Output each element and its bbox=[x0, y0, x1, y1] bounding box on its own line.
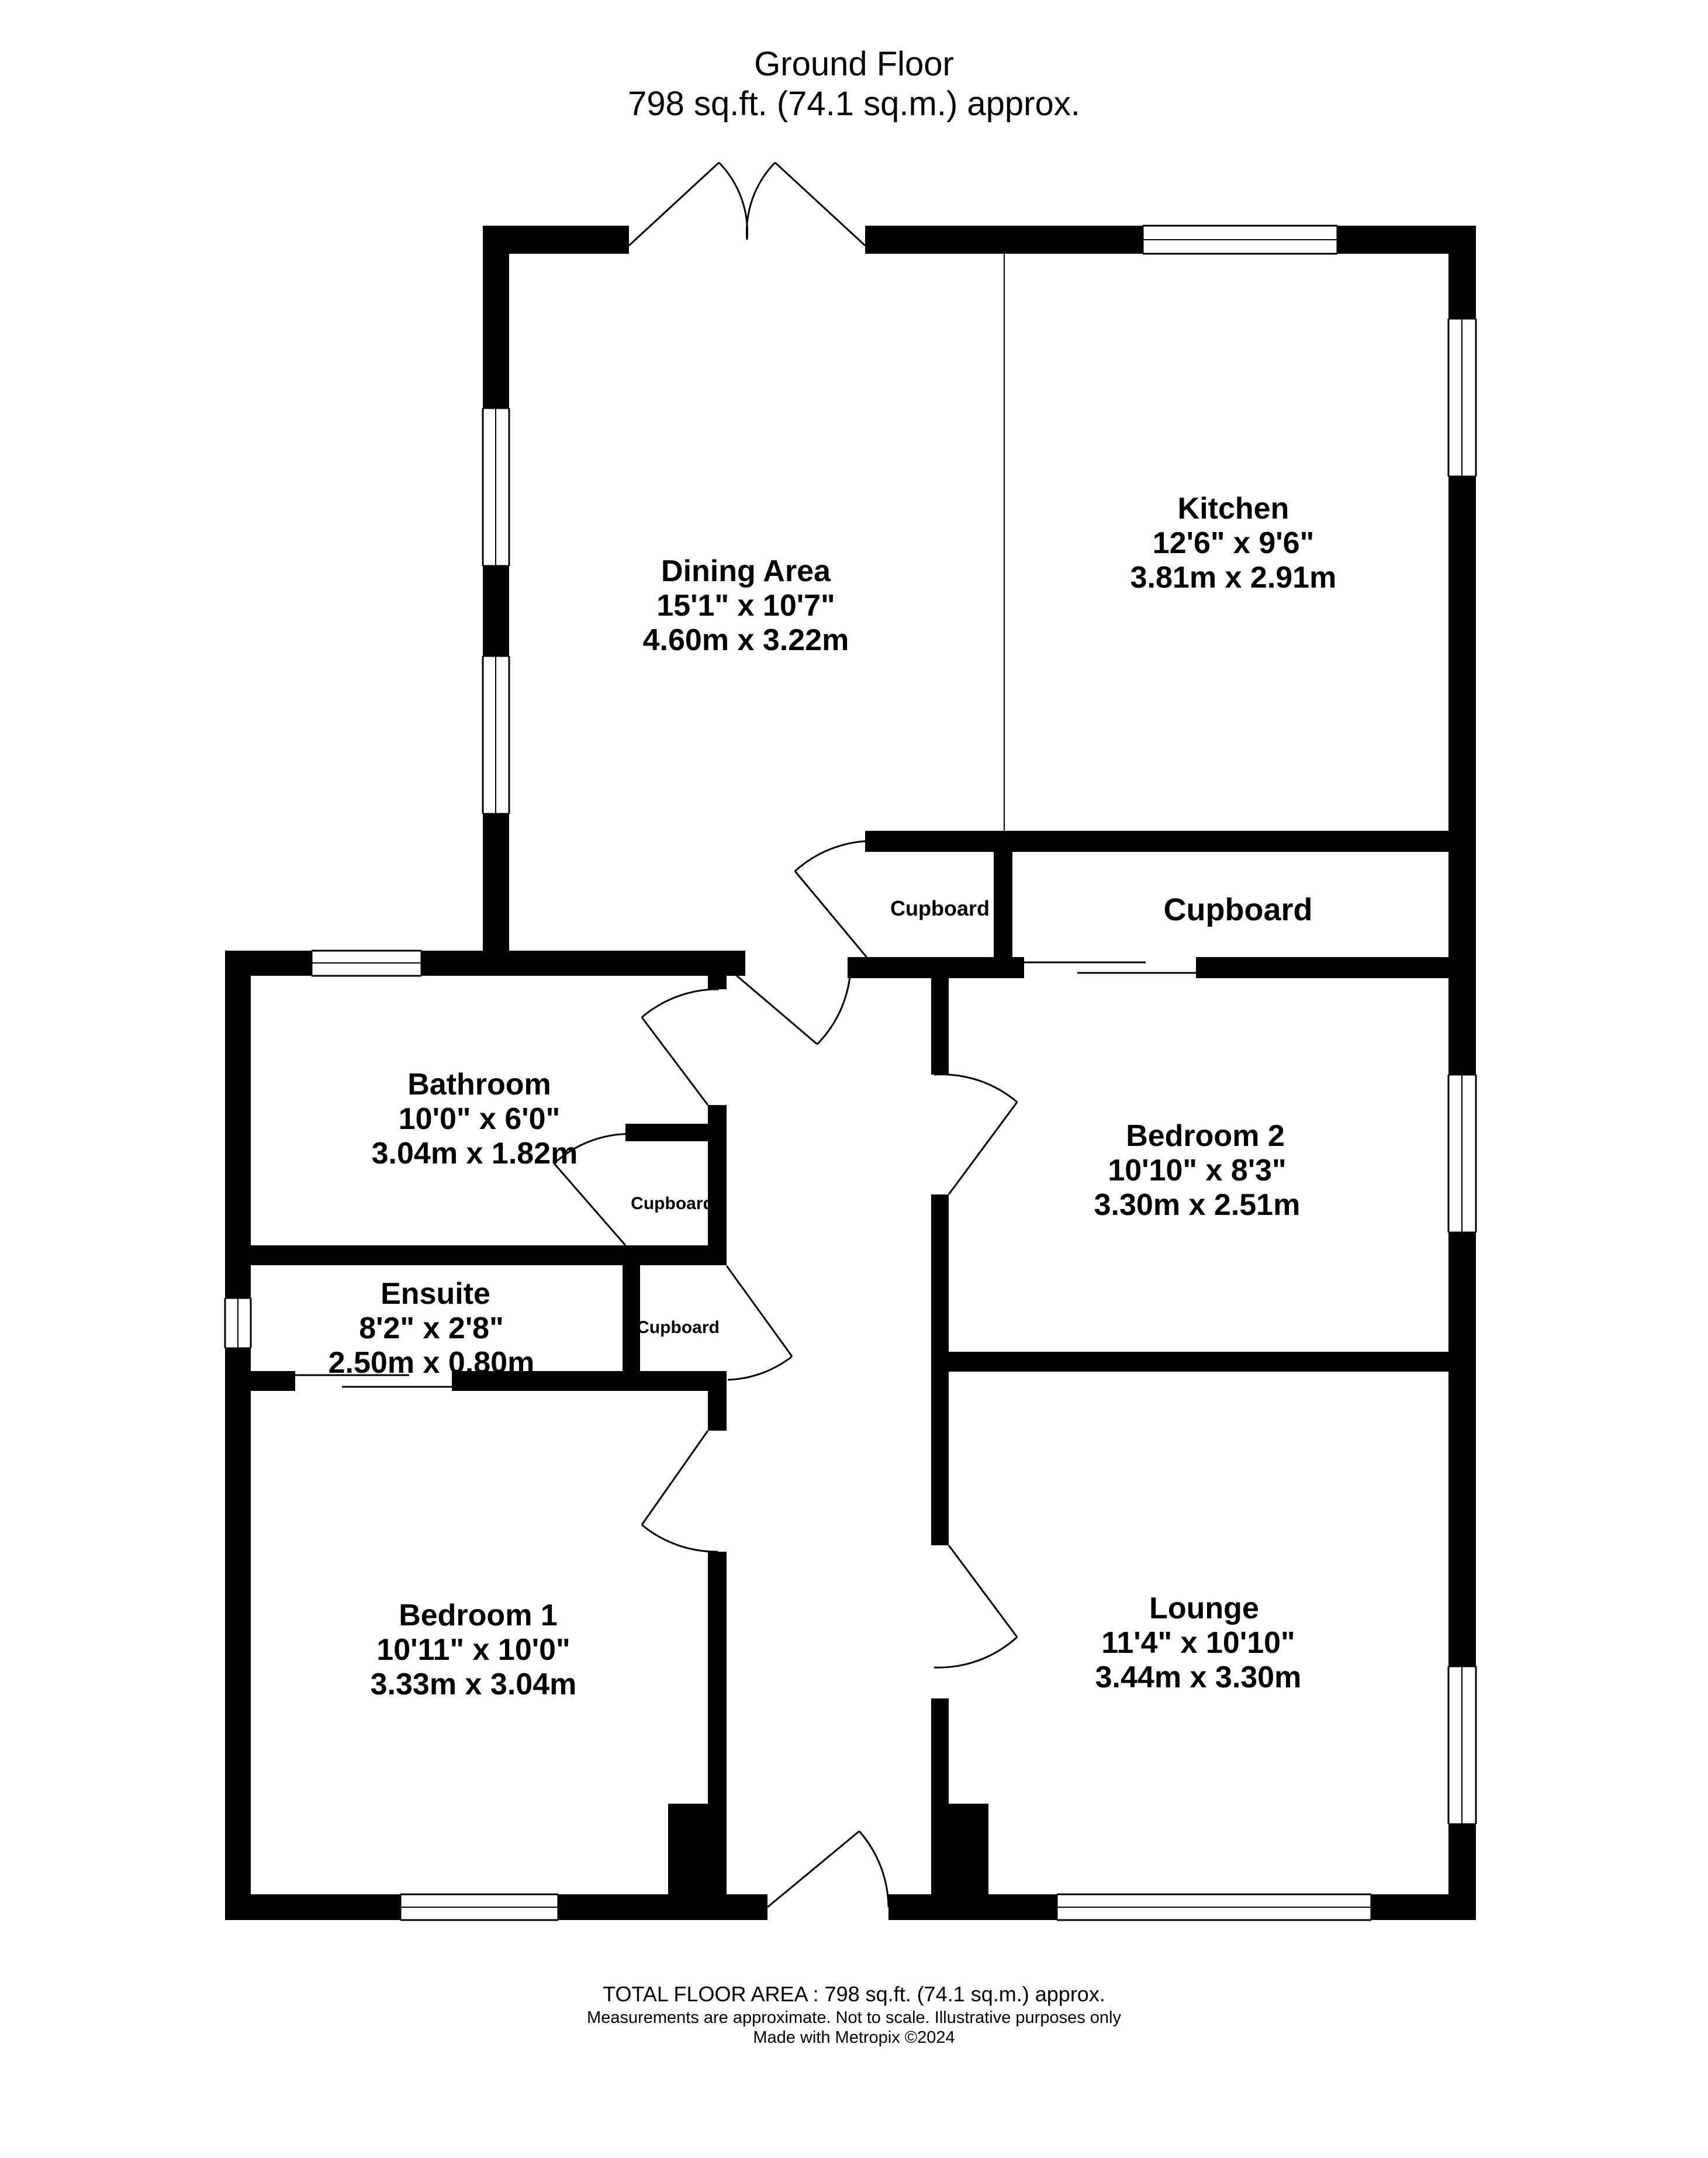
floor-title: Ground Floor bbox=[754, 45, 954, 83]
room-dimensions-metric: 2.50m x 0.80m bbox=[329, 1346, 535, 1380]
window-ensuite-left bbox=[224, 1297, 252, 1349]
disclaimer: Measurements are approximate. Not to sca… bbox=[587, 2008, 1121, 2027]
wall-cupboard-bottom-right bbox=[1196, 957, 1476, 978]
door-bedroom2 bbox=[933, 1073, 1018, 1195]
window-bedroom1-bottom bbox=[399, 1893, 559, 1921]
room-dimensions-imperial: 10'10" x 8'3" bbox=[1108, 1154, 1286, 1187]
plan-header: Ground Floor 798 sq.ft. (74.1 sq.m.) app… bbox=[0, 44, 1708, 124]
total-floor-area: TOTAL FLOOR AREA : 798 sq.ft. (74.1 sq.m… bbox=[603, 1982, 1105, 2006]
plan-footer: TOTAL FLOOR AREA : 798 sq.ft. (74.1 sq.m… bbox=[0, 1981, 1708, 2047]
door-lounge bbox=[933, 1545, 1018, 1669]
room-dimensions-metric: 3.04m x 1.82m bbox=[372, 1137, 578, 1171]
window-bedroom2-right bbox=[1447, 1073, 1477, 1234]
wall-ensuite-bottom-left bbox=[225, 1371, 295, 1391]
wall-kitchen-bottom bbox=[865, 831, 1476, 852]
room-cupboard-small: Cupboard bbox=[890, 896, 990, 920]
wall-hall-right-1 bbox=[931, 971, 949, 1075]
wall-left-exterior bbox=[225, 951, 251, 1920]
room-name: Kitchen bbox=[1178, 492, 1289, 526]
wall-bath-cupboard-top bbox=[625, 1124, 727, 1141]
wall-right-exterior bbox=[1448, 226, 1476, 1920]
room-dimensions-imperial: 10'0" x 6'0" bbox=[399, 1102, 560, 1136]
window-dining-left-lower bbox=[482, 655, 510, 815]
floor-area-summary: 798 sq.ft. (74.1 sq.m.) approx. bbox=[628, 85, 1080, 123]
window-bathroom-top bbox=[310, 949, 423, 977]
wall-ensuite-cupboard bbox=[623, 1257, 640, 1389]
room-dimensions-imperial: 15'1" x 10'7" bbox=[656, 589, 835, 623]
window-lounge-right bbox=[1447, 1665, 1477, 1825]
room-dining-area: Dining Area 15'1" x 10'7" 4.60m x 3.22m bbox=[643, 554, 849, 657]
room-name: Ensuite bbox=[381, 1277, 490, 1311]
room-dimensions-metric: 3.81m x 2.91m bbox=[1130, 561, 1337, 595]
room-dimensions-imperial: 11'4" x 10'10" bbox=[1101, 1626, 1295, 1660]
door-dining-hall bbox=[726, 966, 852, 1045]
door-french-patio bbox=[628, 161, 866, 247]
window-lounge-bottom bbox=[1056, 1893, 1372, 1921]
wall-hall-right-3 bbox=[931, 1698, 949, 1920]
room-cupboard-large: Cupboard bbox=[1164, 892, 1313, 927]
wall-ensuite-bottom-right bbox=[452, 1371, 727, 1391]
room-dimensions-metric: 3.44m x 3.30m bbox=[1095, 1660, 1302, 1694]
room-bathroom-cupboard: Cupboard bbox=[631, 1194, 714, 1213]
room-name: Dining Area bbox=[661, 554, 831, 588]
door-front bbox=[767, 1830, 890, 1908]
door-sliding-cupboard bbox=[1024, 961, 1196, 974]
room-bedroom-2: Bedroom 2 10'10" x 8'3" 3.30m x 2.51m bbox=[1094, 1119, 1301, 1222]
room-name: Bedroom 2 bbox=[1126, 1119, 1285, 1153]
wall-bed2-lounge bbox=[931, 1352, 1476, 1372]
window-kitchen-right bbox=[1447, 317, 1477, 478]
walls bbox=[225, 226, 1476, 1920]
room-ensuite-cupboard: Cupboard bbox=[637, 1318, 720, 1337]
door-bathroom bbox=[641, 988, 720, 1106]
room-dimensions-imperial: 8'2" x 2'8" bbox=[359, 1311, 504, 1345]
room-dimensions-imperial: 12'6" x 9'6" bbox=[1153, 526, 1314, 560]
room-bedroom-1: Bedroom 1 10'11" x 10'0" 3.33m x 3.04m bbox=[371, 1598, 577, 1701]
window-kitchen-top bbox=[1142, 225, 1339, 255]
wall-dining-left bbox=[483, 226, 509, 976]
doors bbox=[295, 161, 1196, 1908]
chimney-breast-lounge bbox=[949, 1804, 988, 1920]
door-ensuite-cupboard bbox=[725, 1265, 793, 1381]
room-name: Lounge bbox=[1149, 1591, 1259, 1625]
room-dimensions-metric: 4.60m x 3.22m bbox=[643, 623, 849, 657]
room-dimensions-imperial: 10'11" x 10'0" bbox=[376, 1633, 570, 1667]
door-sliding-ensuite bbox=[295, 1374, 452, 1388]
chimney-breast-bedroom1 bbox=[668, 1804, 708, 1920]
room-labels: Dining Area 15'1" x 10'7" 4.60m x 3.22m … bbox=[329, 492, 1337, 1701]
wall-cupboard-divider bbox=[994, 842, 1012, 978]
room-kitchen: Kitchen 12'6" x 9'6" 3.81m x 2.91m bbox=[1130, 492, 1337, 595]
door-bedroom1 bbox=[641, 1430, 718, 1553]
room-ensuite: Ensuite 8'2" x 2'8" 2.50m x 0.80m bbox=[329, 1277, 535, 1380]
windows bbox=[224, 225, 1477, 1921]
room-dimensions-metric: 3.30m x 2.51m bbox=[1094, 1188, 1301, 1222]
room-bathroom: Bathroom 10'0" x 6'0" 3.04m x 1.82m bbox=[372, 1068, 578, 1171]
wall-bath-ensuite bbox=[225, 1245, 727, 1265]
room-lounge: Lounge 11'4" x 10'10" 3.44m x 3.30m bbox=[1095, 1591, 1302, 1694]
door-bath-cupboard bbox=[553, 1133, 638, 1246]
door-cupboard-small bbox=[794, 840, 889, 959]
wall-hall-left-1 bbox=[708, 951, 727, 989]
wall-hall-left-4 bbox=[708, 1552, 727, 1920]
room-name: Bedroom 1 bbox=[399, 1598, 558, 1632]
credit: Made with Metropix ©2024 bbox=[753, 2028, 955, 2047]
room-dimensions-metric: 3.33m x 3.04m bbox=[371, 1667, 577, 1701]
window-dining-left-upper bbox=[482, 407, 510, 567]
wall-bathroom-top bbox=[225, 951, 745, 976]
room-name: Bathroom bbox=[407, 1068, 551, 1102]
